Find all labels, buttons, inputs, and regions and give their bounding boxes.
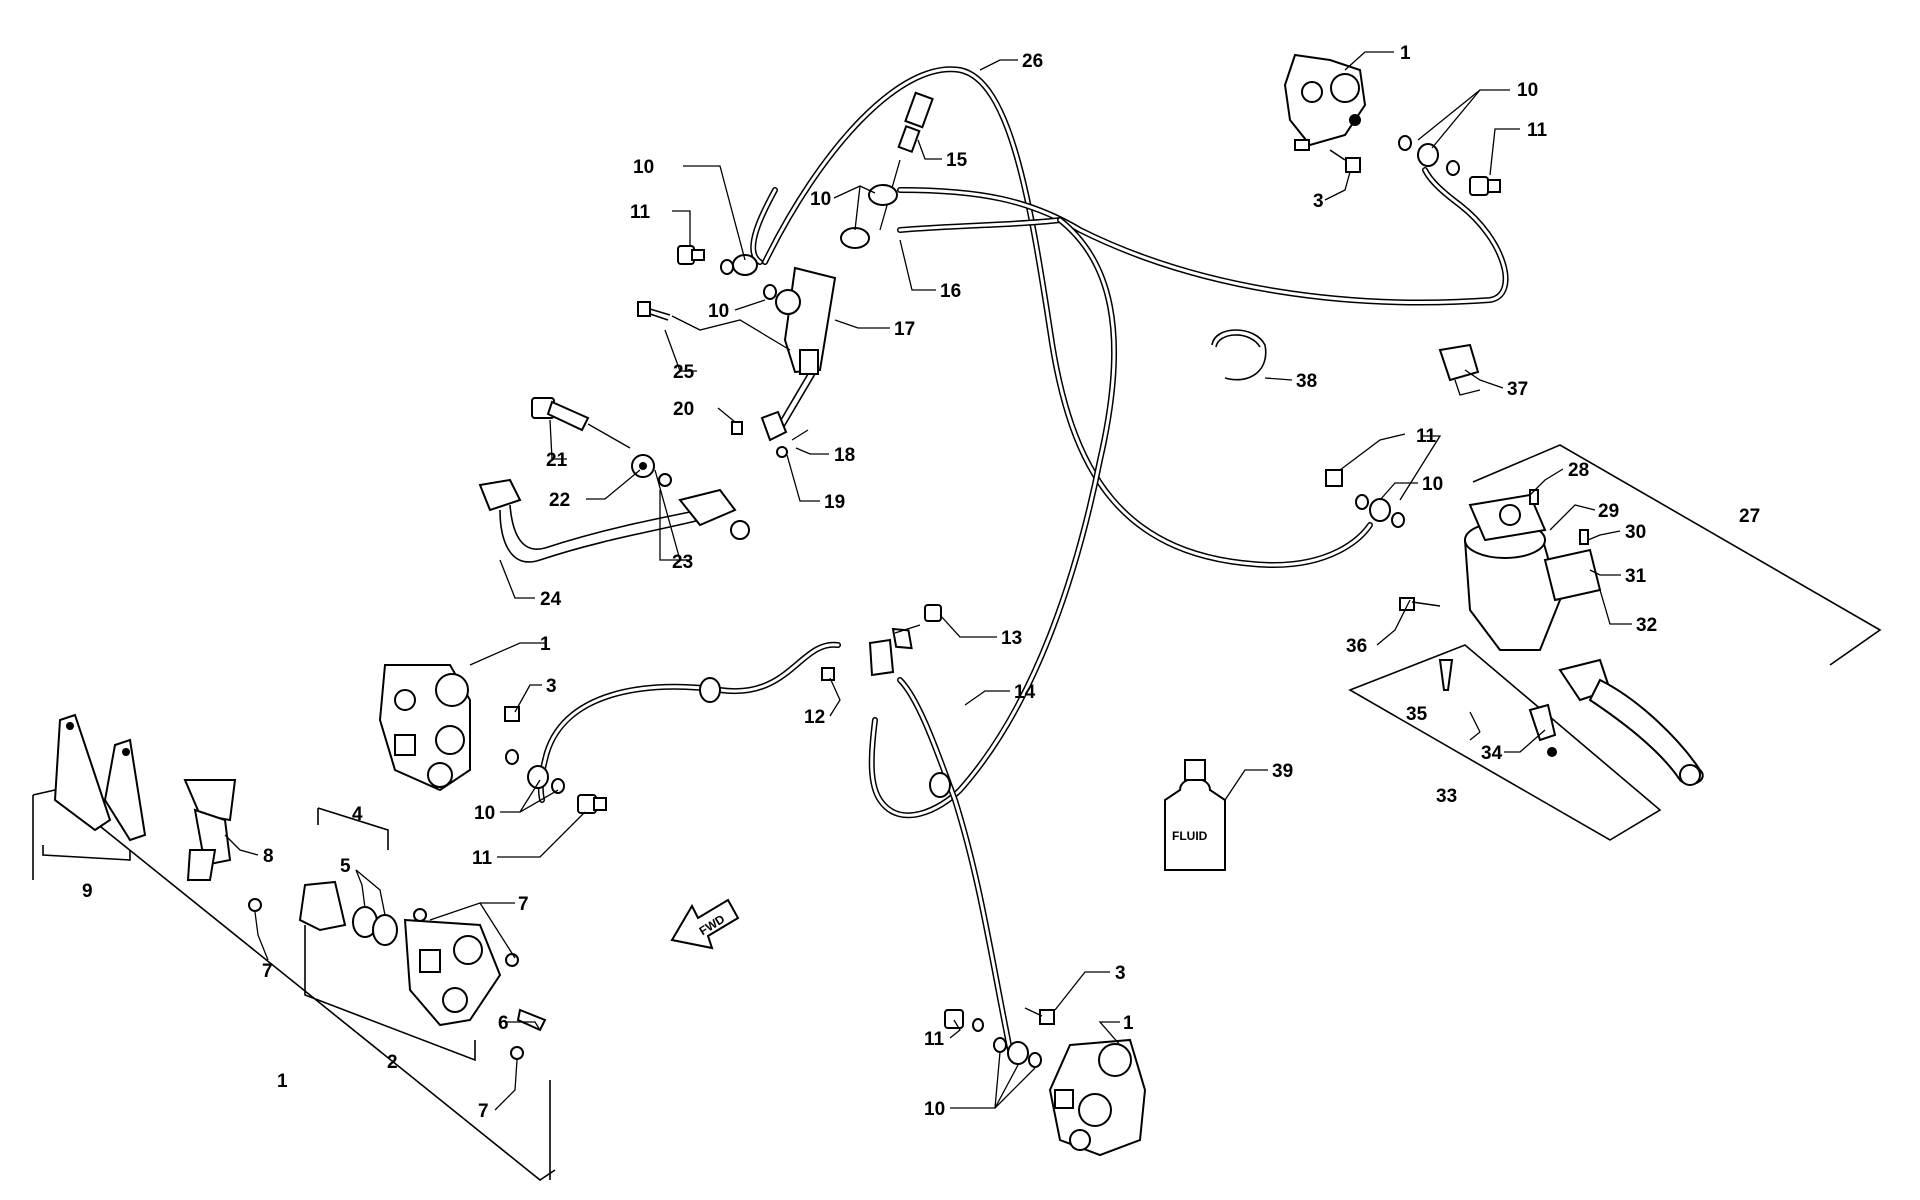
callout-30: 30 <box>1625 522 1646 543</box>
leader-lines <box>224 51 1632 1111</box>
callout-26: 26 <box>1022 51 1043 72</box>
callout-2: 2 <box>387 1052 398 1073</box>
bolt-11-upper-left <box>677 245 705 265</box>
brake-fluid-bottle-39: FLUID <box>1164 759 1226 871</box>
callout-31: 31 <box>1625 566 1647 587</box>
callout-32: 32 <box>1636 615 1657 636</box>
callout-6: 6 <box>498 1013 509 1034</box>
callout-3: 3 <box>546 676 557 697</box>
callout-28: 28 <box>1568 460 1589 481</box>
callout-21: 21 <box>546 450 568 471</box>
callout-10: 10 <box>924 1099 945 1120</box>
callout-38: 38 <box>1296 371 1317 392</box>
callout-15: 15 <box>946 150 968 171</box>
brake-hose-center-loop <box>868 217 1118 819</box>
callout-10: 10 <box>1517 80 1538 101</box>
callout-5: 5 <box>340 856 351 877</box>
pedal-bolt-21-washer-22 <box>531 397 672 487</box>
callout-7: 7 <box>262 961 273 982</box>
brake-hose-16 <box>897 167 1509 306</box>
handlebar-master-cylinder-27 <box>1325 444 1882 666</box>
callout-1: 1 <box>540 634 551 655</box>
callout-11: 11 <box>472 848 493 869</box>
callout-3: 3 <box>1313 191 1324 212</box>
callout-27: 27 <box>1739 506 1760 527</box>
callout-10: 10 <box>708 301 729 322</box>
brake-hose-14 <box>897 677 1013 1053</box>
caliper-1-bottom <box>944 1007 1147 1157</box>
brake-pedal-24 <box>478 478 750 563</box>
callout-20: 20 <box>673 399 694 420</box>
callout-3: 3 <box>1115 963 1126 984</box>
callout-25: 25 <box>673 362 695 383</box>
callout-11: 11 <box>1416 426 1437 447</box>
caliper-bracket-8 <box>183 779 237 881</box>
caliper-body-exploded <box>248 898 547 1060</box>
brake-hose-left <box>537 641 841 803</box>
callout-11: 11 <box>924 1029 945 1050</box>
retaining-ring-38 <box>1211 329 1267 381</box>
callout-35: 35 <box>1406 704 1428 725</box>
callout-24: 24 <box>540 589 562 610</box>
callout-10: 10 <box>633 157 654 178</box>
caliper-1-top-right <box>1283 53 1367 151</box>
callout-12: 12 <box>804 707 825 728</box>
callout-1: 1 <box>1400 43 1411 64</box>
brake-hose-rear <box>750 187 778 265</box>
callout-8: 8 <box>263 846 274 867</box>
callout-1: 1 <box>277 1071 288 1092</box>
callout-11: 11 <box>1527 120 1548 141</box>
fluid-bottle-label: FLUID <box>1172 829 1208 843</box>
brake-lever-33 <box>1348 644 1704 841</box>
clevis-pin-parts-18-19-20 <box>731 410 809 458</box>
callout-10: 10 <box>474 803 495 824</box>
callout-16: 16 <box>940 281 961 302</box>
callout-22: 22 <box>549 490 570 511</box>
splitter-junction-12-13 <box>699 604 951 798</box>
callout-4: 4 <box>352 804 363 825</box>
callout-37: 37 <box>1507 379 1528 400</box>
callout-18: 18 <box>834 445 855 466</box>
callout-34: 34 <box>1481 743 1503 764</box>
callout-29: 29 <box>1598 501 1619 522</box>
rear-master-cylinder <box>774 266 837 431</box>
callout-10: 10 <box>810 189 831 210</box>
brake-switch-15 <box>879 91 934 231</box>
callout-17: 17 <box>894 319 915 340</box>
callout-1: 1 <box>1123 1013 1134 1034</box>
banjo-fittings-upper <box>720 184 898 300</box>
forward-direction-arrow: FWD <box>670 898 740 950</box>
callout-33: 33 <box>1436 786 1457 807</box>
callout-11: 11 <box>630 202 651 223</box>
caliper-1-left <box>378 664 607 814</box>
callout-7: 7 <box>518 894 529 915</box>
callout-36: 36 <box>1346 636 1367 657</box>
brake-pads-9 <box>42 713 147 861</box>
caliper-exploded-2 <box>32 789 556 1181</box>
callout-19: 19 <box>824 492 845 513</box>
callout-10: 10 <box>1422 474 1443 495</box>
callout-14: 14 <box>1014 682 1036 703</box>
brake-hose-26 <box>762 66 1373 569</box>
callout-9: 9 <box>82 881 93 902</box>
callout-23: 23 <box>672 552 693 573</box>
callout-39: 39 <box>1272 761 1293 782</box>
bolt-25 <box>637 301 791 351</box>
caliper-piston-5 <box>298 880 398 946</box>
callout-labels: 1 10 11 3 26 15 10 16 17 10 11 10 25 20 … <box>82 43 1760 1122</box>
hose-clip-37 <box>1438 343 1481 396</box>
caliper-bolts-top-right <box>1329 135 1501 196</box>
callout-13: 13 <box>1001 628 1022 649</box>
callout-7: 7 <box>478 1101 489 1122</box>
